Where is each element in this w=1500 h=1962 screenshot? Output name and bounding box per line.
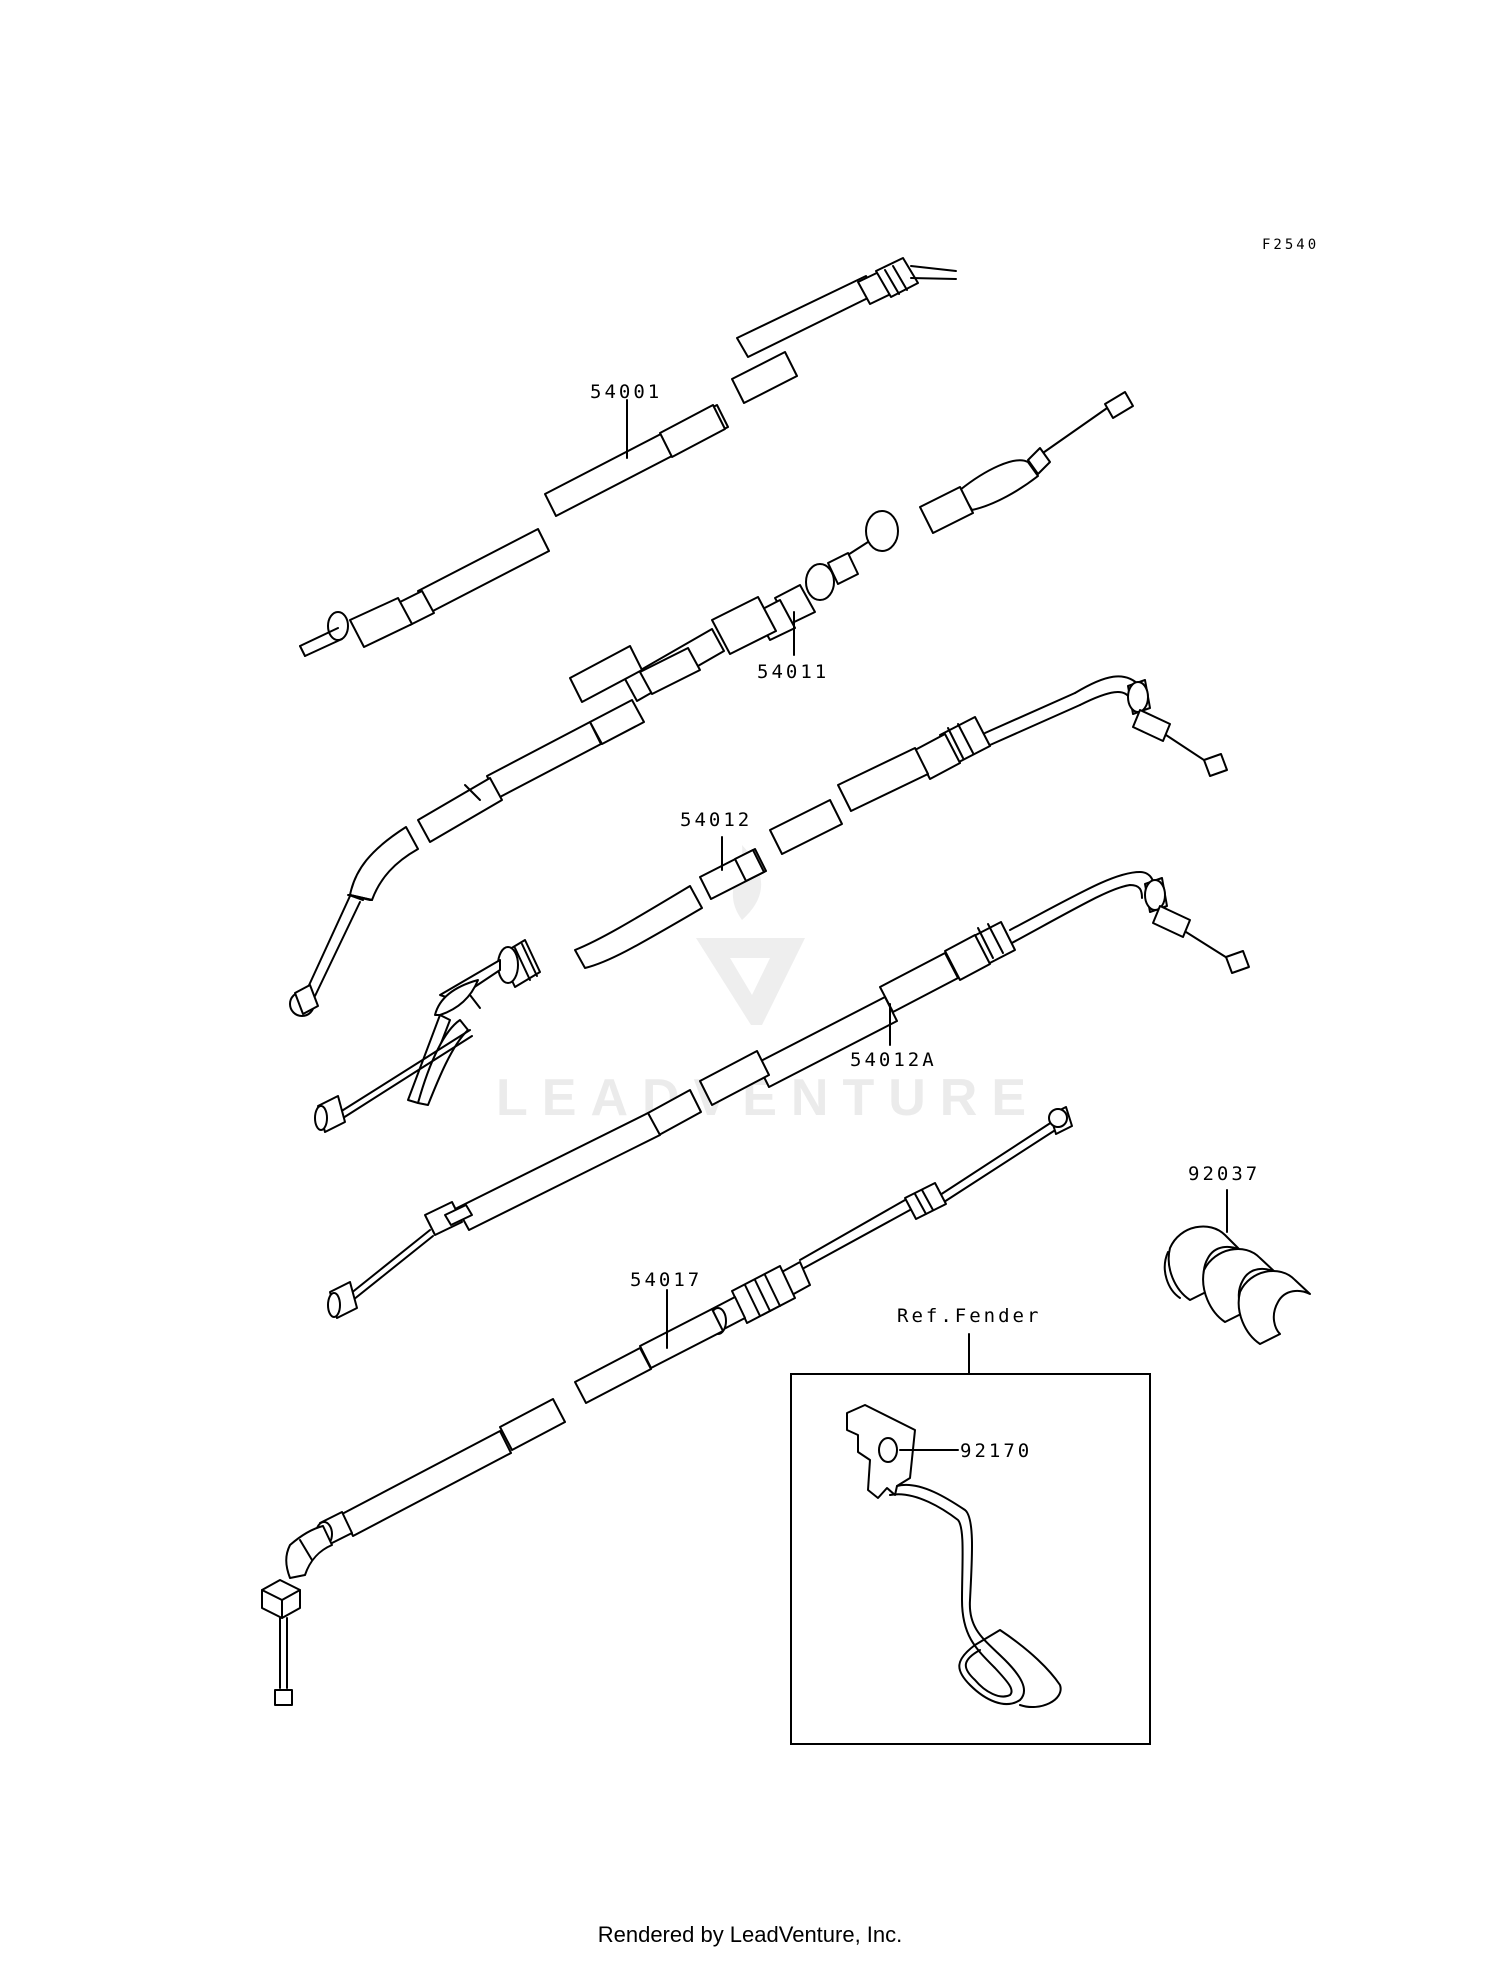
part-label-54011: 54011 [757,661,829,683]
choke-cable-54017[interactable]: 54017 [261,1106,1073,1706]
throttle-cable-54012[interactable]: 54012 [314,675,1228,1133]
tachometer-cable-54011[interactable]: 54011 [289,391,1134,1017]
ref-fender-label: Ref.Fender [897,1305,1041,1327]
footer-credit: Rendered by LeadVenture, Inc. [597,1922,903,1947]
part-label-92037: 92037 [1188,1163,1260,1185]
fender-reference-frame [790,1373,1151,1745]
throttle-cable-54012A[interactable]: 54012A [327,871,1250,1319]
fender-reference-box: Ref.Fender 92170 [790,1305,1151,1745]
part-label-54001: 54001 [590,381,662,403]
part-label-54012: 54012 [680,809,752,831]
figure-code: F2540 [1262,237,1319,253]
part-label-54017: 54017 [630,1269,702,1291]
cable-clamp-92037[interactable]: 92037 [1163,1163,1311,1345]
bracket-92170[interactable]: 92170 [846,1404,1062,1709]
speedometer-cable-54001[interactable]: 54001 [299,257,957,657]
part-label-54012A: 54012A [850,1049,937,1071]
part-label-92170: 92170 [960,1440,1032,1462]
